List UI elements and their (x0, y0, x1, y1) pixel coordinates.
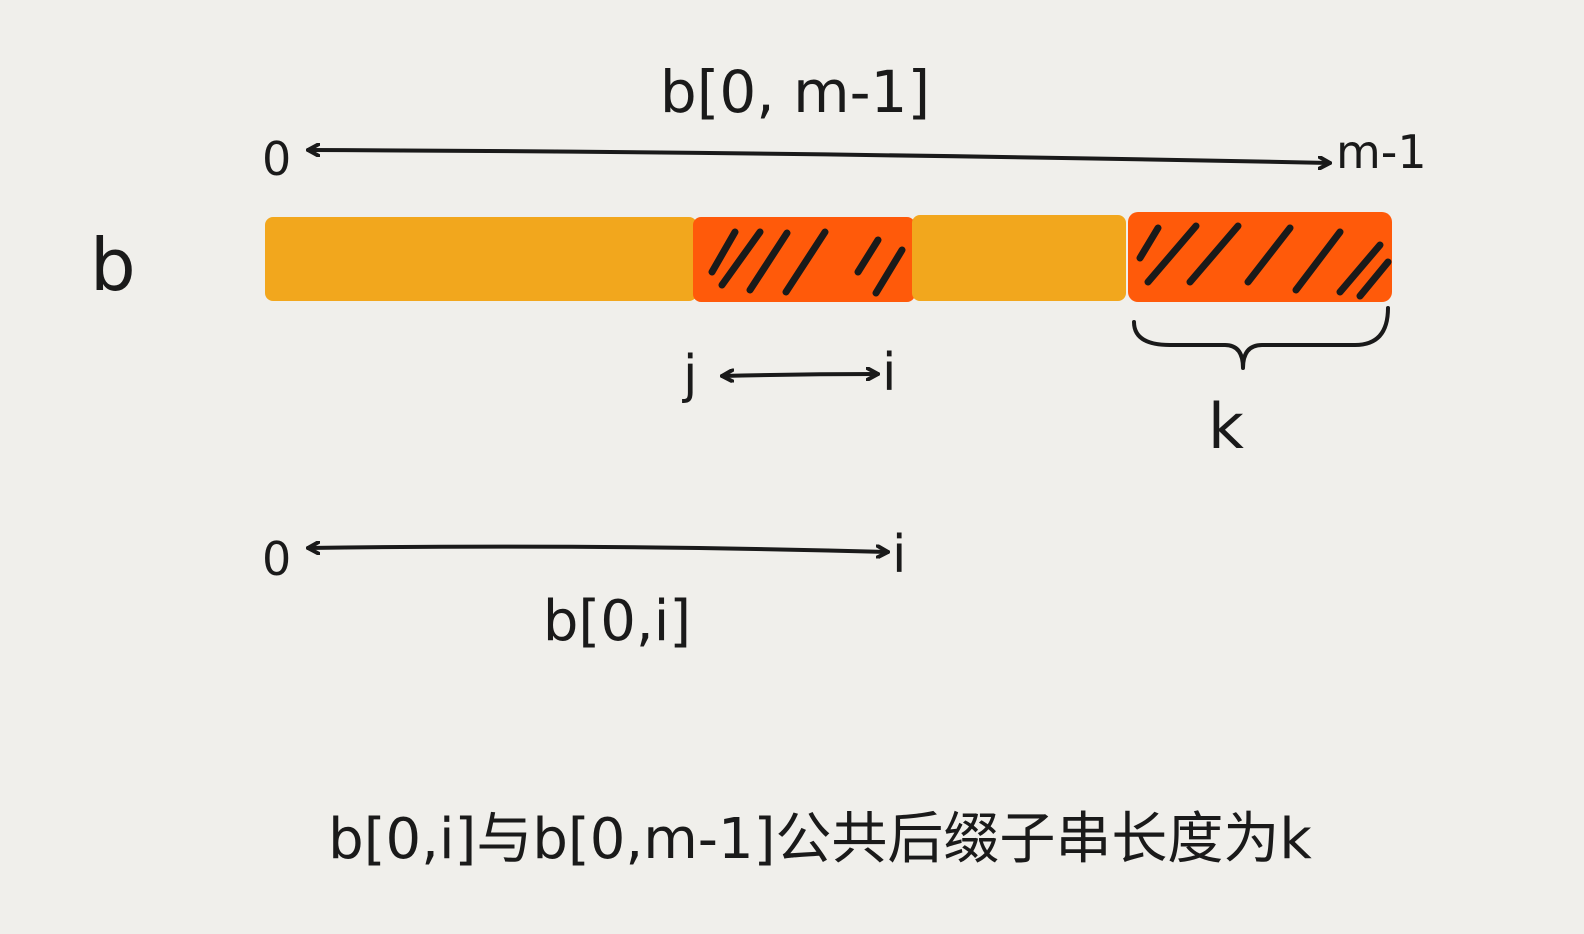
top-range-label: b[0, m-1] (660, 58, 930, 126)
top-range-start: 0 (262, 132, 291, 186)
top-range-end: m-1 (1336, 125, 1427, 179)
top-range-arrow (306, 150, 1332, 163)
prefix-range-label: b[0,i] (543, 589, 691, 654)
prefix-range-start: 0 (262, 532, 291, 586)
inner-range-start: j (682, 345, 697, 405)
prefix-range-arrow (306, 547, 890, 552)
caption: b[0,i]与b[0,m-1]公共后缀子串长度为k (328, 807, 1312, 872)
inner-range-end: i (882, 343, 896, 403)
segment-prefix-plain (265, 217, 697, 301)
suffix-brace (1132, 306, 1390, 370)
suffix-length-label: k (1208, 390, 1244, 463)
inner-range-arrow (720, 374, 880, 376)
hatch-marks-suffix (1136, 222, 1392, 300)
hatch-marks-ji (708, 228, 906, 297)
prefix-range-end: i (892, 525, 906, 585)
array-name: b (90, 223, 136, 307)
segment-middle-plain (912, 215, 1126, 301)
